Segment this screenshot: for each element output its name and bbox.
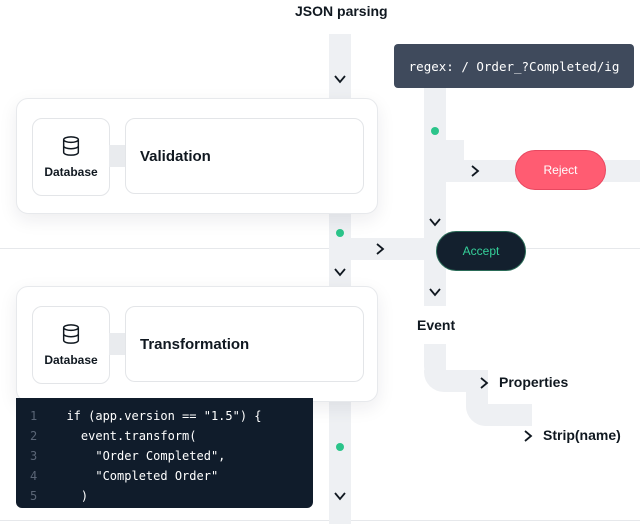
section-divider bbox=[0, 520, 640, 521]
code-text: ) bbox=[52, 489, 89, 503]
code-text: if (app.version == "1.5") { bbox=[52, 409, 262, 423]
code-line: 2 event.transform( bbox=[16, 426, 197, 446]
chevron-right-icon bbox=[467, 163, 483, 179]
chevron-right-icon bbox=[372, 241, 388, 257]
strip-branch-lane bbox=[466, 404, 532, 426]
properties-label: Properties bbox=[499, 374, 569, 390]
stage-connector bbox=[109, 145, 125, 167]
filter-lane bbox=[424, 88, 446, 306]
database-label: Database bbox=[44, 353, 98, 367]
page-title: JSON parsing bbox=[295, 3, 388, 19]
accept-button[interactable]: Accept bbox=[436, 231, 526, 271]
line-number: 3 bbox=[30, 449, 38, 463]
chevron-down-icon bbox=[332, 264, 348, 280]
properties-branch-lane bbox=[424, 370, 488, 392]
section-divider bbox=[0, 248, 640, 249]
transformation-stage: Database Transformation bbox=[16, 286, 378, 402]
event-label: Event bbox=[417, 317, 456, 333]
line-number: 2 bbox=[30, 429, 38, 443]
database-icon bbox=[62, 136, 80, 156]
database-icon bbox=[62, 324, 80, 344]
code-line: 4 "Completed Order" bbox=[16, 466, 218, 486]
line-number: 1 bbox=[30, 409, 38, 423]
status-dot bbox=[336, 443, 344, 451]
strip-name-label: Strip(name) bbox=[543, 427, 621, 443]
chevron-down-icon bbox=[332, 71, 348, 87]
reject-curve bbox=[424, 140, 464, 182]
validation-step[interactable]: Validation bbox=[125, 118, 364, 194]
chevron-right-icon bbox=[520, 428, 536, 444]
status-dot bbox=[336, 229, 344, 237]
code-line: 3 "Order Completed", bbox=[16, 446, 225, 466]
code-line: 5 ) bbox=[16, 486, 88, 506]
chevron-down-icon bbox=[427, 214, 443, 230]
line-number: 5 bbox=[30, 489, 38, 503]
regex-filter: regex: / Order_?Completed/ig bbox=[394, 44, 634, 88]
accept-branch-lane bbox=[351, 238, 441, 260]
line-number: 4 bbox=[30, 469, 38, 483]
code-line: 1 if (app.version == "1.5") { bbox=[16, 406, 262, 426]
database-source[interactable]: Database bbox=[32, 306, 110, 384]
database-label: Database bbox=[44, 165, 98, 179]
code-text: "Order Completed", bbox=[52, 449, 226, 463]
status-dot bbox=[431, 127, 439, 135]
transformation-step[interactable]: Transformation bbox=[125, 306, 364, 382]
database-source[interactable]: Database bbox=[32, 118, 110, 196]
validation-stage: Database Validation bbox=[16, 98, 378, 214]
code-text: event.transform( bbox=[52, 429, 197, 443]
transform-code-panel: 1 if (app.version == "1.5") { 2 event.tr… bbox=[16, 398, 313, 508]
code-text: "Completed Order" bbox=[52, 469, 219, 483]
chevron-down-icon bbox=[332, 488, 348, 504]
stage-connector bbox=[109, 333, 125, 355]
chevron-down-icon bbox=[427, 284, 443, 300]
chevron-right-icon bbox=[476, 375, 492, 391]
reject-button[interactable]: Reject bbox=[515, 150, 606, 190]
